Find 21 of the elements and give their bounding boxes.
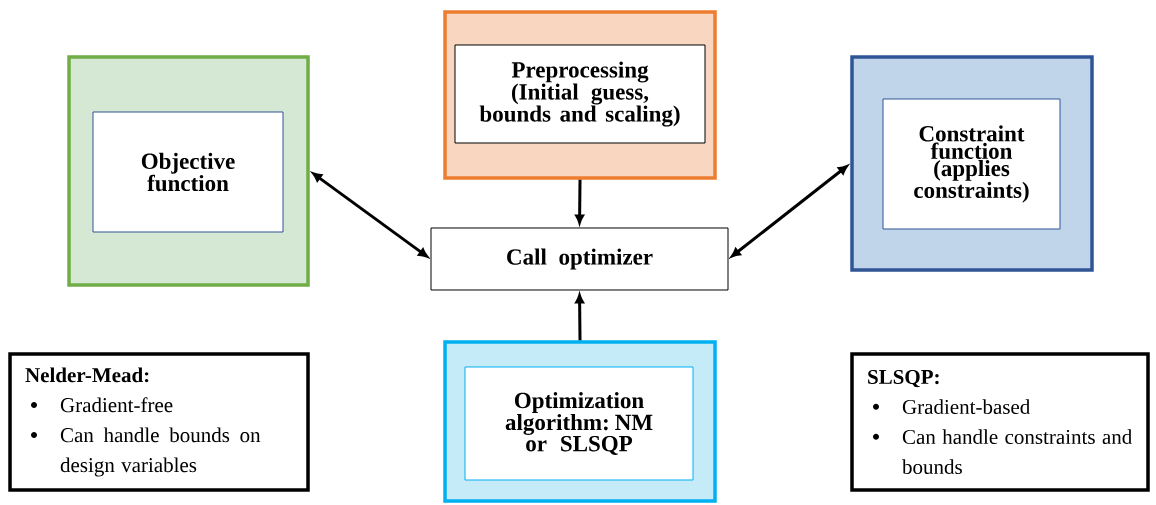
box-text: Objective function — [141, 152, 235, 192]
bullet-item: Can handle bounds on design variables — [31, 427, 261, 477]
process-box — [882, 98, 1061, 230]
bullet-item: Gradient-based — [873, 399, 1031, 415]
box-text: Optimization algorithm: NM or SLSQP — [505, 392, 653, 455]
process-box — [92, 111, 284, 233]
process-box — [430, 227, 729, 291]
bullet-item: Gradient-free — [31, 397, 173, 413]
box-text: Call optimizer — [507, 248, 653, 270]
box-text: Constraint function (applies constraints) — [914, 125, 1029, 203]
process-box — [464, 366, 694, 481]
bullet-item: Can handle constraints and bounds — [873, 429, 1132, 475]
note-box — [8, 352, 310, 492]
box-text: Preprocessing (Initial guess, bounds and scaling) — [479, 61, 680, 127]
arrow — [731, 165, 848, 258]
arrow — [312, 172, 428, 258]
note-box — [850, 352, 1150, 492]
list-heading: Nelder-Mead: — [25, 367, 149, 383]
process-box — [454, 44, 706, 144]
list-heading: SLSQP: — [868, 369, 939, 388]
arrow — [575, 293, 584, 341]
